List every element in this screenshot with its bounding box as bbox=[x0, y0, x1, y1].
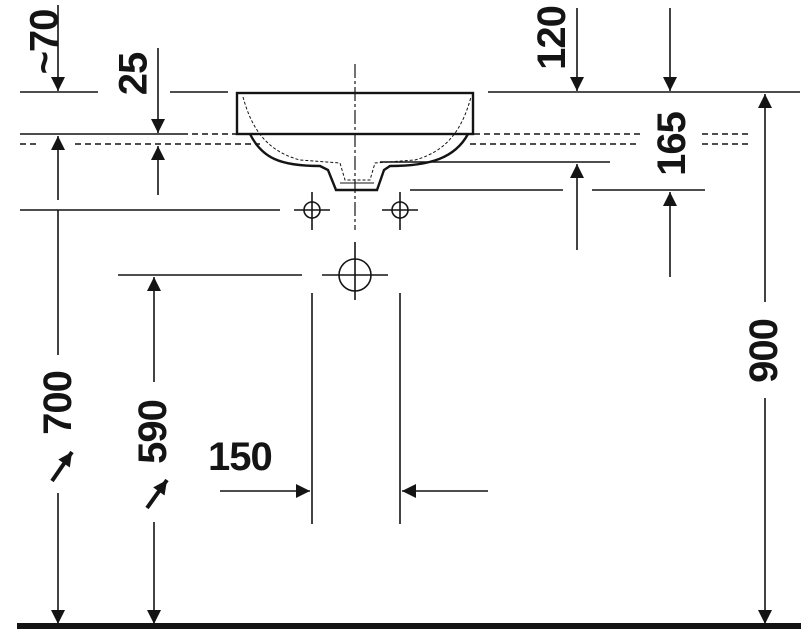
dim-label-700: 700 bbox=[35, 371, 80, 435]
dim-label-approx-70: ~70 bbox=[22, 9, 67, 75]
dim-label-120: 120 bbox=[529, 6, 574, 70]
dim-label-900: 900 bbox=[741, 319, 786, 383]
dim-label-25: 25 bbox=[111, 52, 156, 96]
basin-bowl bbox=[248, 133, 470, 192]
dim-label-150: 150 bbox=[208, 435, 273, 479]
dim-label-165: 165 bbox=[649, 112, 694, 176]
dim-label-590: 590 bbox=[130, 400, 175, 464]
